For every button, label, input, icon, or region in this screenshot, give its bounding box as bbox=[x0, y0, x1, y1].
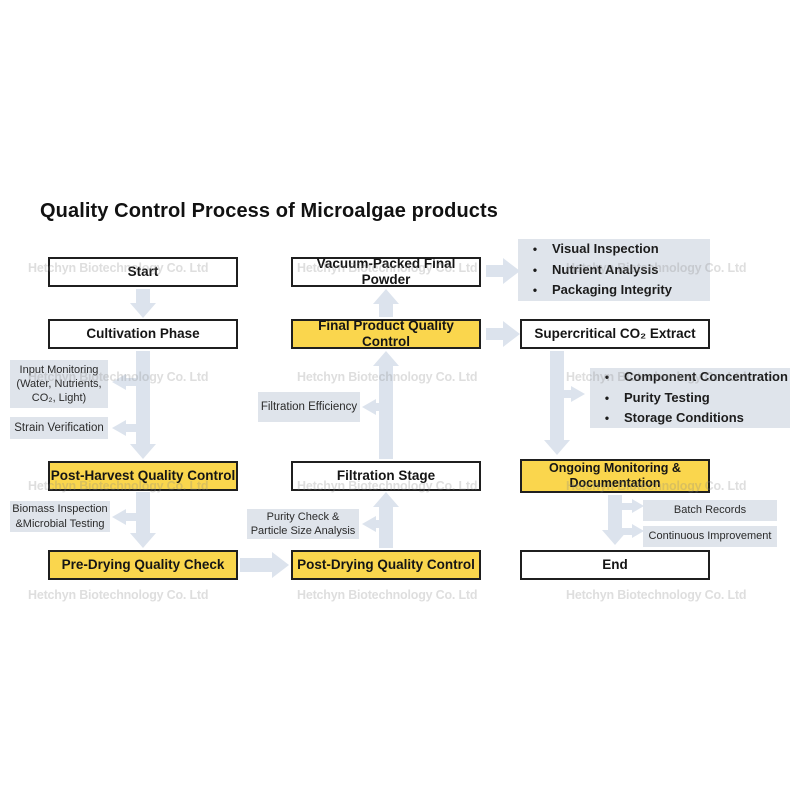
node-end-label: End bbox=[602, 556, 628, 572]
checklist-extract-item: •Component Concentration bbox=[590, 367, 790, 388]
note-input-monitoring-line3: CO₂, Light) bbox=[31, 392, 87, 405]
checklist-packaging: •Visual Inspection •Nutrient Analysis •P… bbox=[518, 239, 710, 301]
node-pre-drying-check: Pre-Drying Quality Check bbox=[48, 550, 238, 580]
arrowhead-left-icon bbox=[362, 516, 376, 532]
node-post-drying-label: Post-Drying Quality Control bbox=[297, 556, 475, 572]
note-filtration-efficiency: Filtration Efficiency bbox=[258, 392, 360, 422]
node-pre-drying-label: Pre-Drying Quality Check bbox=[61, 556, 225, 572]
branch-to-input-monitoring bbox=[126, 378, 143, 386]
branch-to-biomass bbox=[126, 513, 143, 521]
note-strain-verification: Strain Verification bbox=[10, 417, 108, 439]
arrow-predrying-to-postdrying bbox=[240, 558, 272, 572]
arrowhead-down-icon bbox=[130, 533, 156, 548]
watermark-text: Hetchyn Biotechnology Co. Ltd bbox=[297, 588, 478, 602]
checklist-packaging-item: •Visual Inspection bbox=[518, 239, 710, 260]
arrowhead-down-icon bbox=[130, 303, 156, 318]
arrow-start-to-cultivation bbox=[136, 289, 150, 303]
node-cultivation-label: Cultivation Phase bbox=[86, 325, 200, 341]
branch-to-purity-check bbox=[376, 520, 386, 528]
note-biomass-inspection: Biomass Inspection &Microbial Testing bbox=[10, 501, 110, 532]
node-post-drying-qc: Post-Drying Quality Control bbox=[291, 550, 481, 580]
note-biomass-line1: Biomass Inspection bbox=[12, 503, 108, 516]
node-cultivation-phase: Cultivation Phase bbox=[48, 319, 238, 349]
checklist-extract: •Component Concentration •Purity Testing… bbox=[590, 368, 790, 428]
node-supercritical-extract: Supercritical CO₂ Extract bbox=[520, 319, 710, 349]
note-continuous-improvement: Continuous Improvement bbox=[643, 526, 777, 547]
page-title: Quality Control Process of Microalgae pr… bbox=[40, 200, 499, 222]
arrowhead-left-icon bbox=[112, 509, 126, 525]
node-vacuum-packed-powder: Vacuum-Packed Final Powder bbox=[291, 255, 481, 287]
node-final-product-qc: Final Product Quality Control bbox=[291, 317, 481, 349]
arrowhead-down-icon bbox=[544, 440, 570, 455]
node-start-label: Start bbox=[127, 263, 159, 279]
checklist-extract-item: •Storage Conditions bbox=[590, 408, 790, 429]
note-input-monitoring: Input Monitoring (Water, Nutrients, CO₂,… bbox=[10, 360, 108, 408]
note-purity-check: Purity Check & Particle Size Analysis bbox=[247, 509, 359, 539]
arrow-cultivation-to-postharvest bbox=[136, 351, 150, 444]
arrowhead-right-icon bbox=[503, 321, 520, 347]
arrowhead-up-icon bbox=[373, 492, 399, 507]
bullet-icon: • bbox=[532, 283, 538, 298]
watermark-text: Hetchyn Biotechnology Co. Ltd bbox=[28, 588, 209, 602]
arrowhead-down-icon bbox=[130, 444, 156, 459]
node-filtration-stage: Filtration Stage bbox=[291, 461, 481, 491]
branch-to-filtration-efficiency bbox=[376, 403, 386, 411]
arrowhead-right-icon bbox=[272, 552, 289, 578]
arrowhead-left-icon bbox=[112, 420, 126, 436]
node-post-harvest-qc: Post-Harvest Quality Control bbox=[48, 461, 238, 491]
arrowhead-right-icon bbox=[632, 499, 644, 513]
node-final-qc-label: Final Product Quality Control bbox=[318, 317, 454, 349]
checklist-packaging-item: •Nutrient Analysis bbox=[518, 260, 710, 281]
bullet-icon: • bbox=[604, 370, 610, 385]
node-post-harvest-label: Post-Harvest Quality Control bbox=[50, 467, 236, 483]
note-purity-line2: Particle Size Analysis bbox=[250, 525, 356, 537]
arrowhead-right-icon bbox=[571, 386, 585, 402]
arrowhead-up-icon bbox=[373, 289, 399, 304]
branch-to-extract-checklist bbox=[557, 390, 571, 398]
note-biomass-line2: &Microbial Testing bbox=[15, 517, 105, 530]
node-ongoing-line2: Documentation bbox=[569, 476, 661, 490]
node-vacuum-label: Vacuum-Packed Final Powder bbox=[316, 255, 456, 287]
arrow-ongoing-to-end bbox=[608, 495, 622, 530]
branch-to-batch-records bbox=[619, 503, 632, 510]
note-purity-line1: Purity Check & bbox=[266, 510, 340, 523]
node-ongoing-line1: Ongoing Monitoring & bbox=[549, 461, 681, 475]
checklist-packaging-item: •Packaging Integrity bbox=[518, 280, 710, 301]
branch-to-strain-verification bbox=[126, 424, 143, 432]
note-batch-records: Batch Records bbox=[643, 500, 777, 521]
arrow-vacuum-to-checklist bbox=[486, 265, 503, 277]
arrow-postdrying-to-filtration bbox=[379, 507, 393, 548]
node-ongoing-monitoring: Ongoing Monitoring & Documentation bbox=[520, 459, 710, 493]
arrow-finalqc-to-vacuum bbox=[379, 304, 393, 317]
arrow-postharvest-to-predrying bbox=[136, 492, 150, 533]
note-filtration-efficiency-label: Filtration Efficiency bbox=[260, 400, 358, 413]
arrowhead-left-icon bbox=[362, 399, 376, 415]
checklist-extract-item: •Purity Testing bbox=[590, 388, 790, 409]
note-input-monitoring-line2: (Water, Nutrients, bbox=[16, 377, 102, 390]
node-end: End bbox=[520, 550, 710, 580]
arrow-filtration-to-finalqc bbox=[379, 366, 393, 459]
note-batch-label: Batch Records bbox=[673, 504, 747, 517]
note-strain-label: Strain Verification bbox=[14, 421, 104, 434]
node-filtration-label: Filtration Stage bbox=[336, 467, 436, 483]
watermark-text: Hetchyn Biotechnology Co. Ltd bbox=[566, 588, 747, 602]
arrowhead-up-icon bbox=[373, 351, 399, 366]
bullet-icon: • bbox=[604, 390, 610, 405]
arrow-finalqc-to-supercritical bbox=[486, 328, 503, 340]
arrowhead-right-icon bbox=[503, 258, 520, 284]
bullet-icon: • bbox=[532, 242, 538, 257]
arrowhead-right-icon bbox=[632, 524, 644, 538]
note-continuous-label: Continuous Improvement bbox=[648, 530, 772, 543]
note-input-monitoring-line1: Input Monitoring bbox=[19, 363, 99, 376]
arrowhead-left-icon bbox=[112, 374, 126, 390]
node-supercritical-label: Supercritical CO₂ Extract bbox=[534, 325, 696, 341]
node-start: Start bbox=[48, 257, 238, 287]
branch-to-continuous-improvement bbox=[619, 528, 632, 535]
bullet-icon: • bbox=[532, 262, 538, 277]
bullet-icon: • bbox=[604, 411, 610, 426]
